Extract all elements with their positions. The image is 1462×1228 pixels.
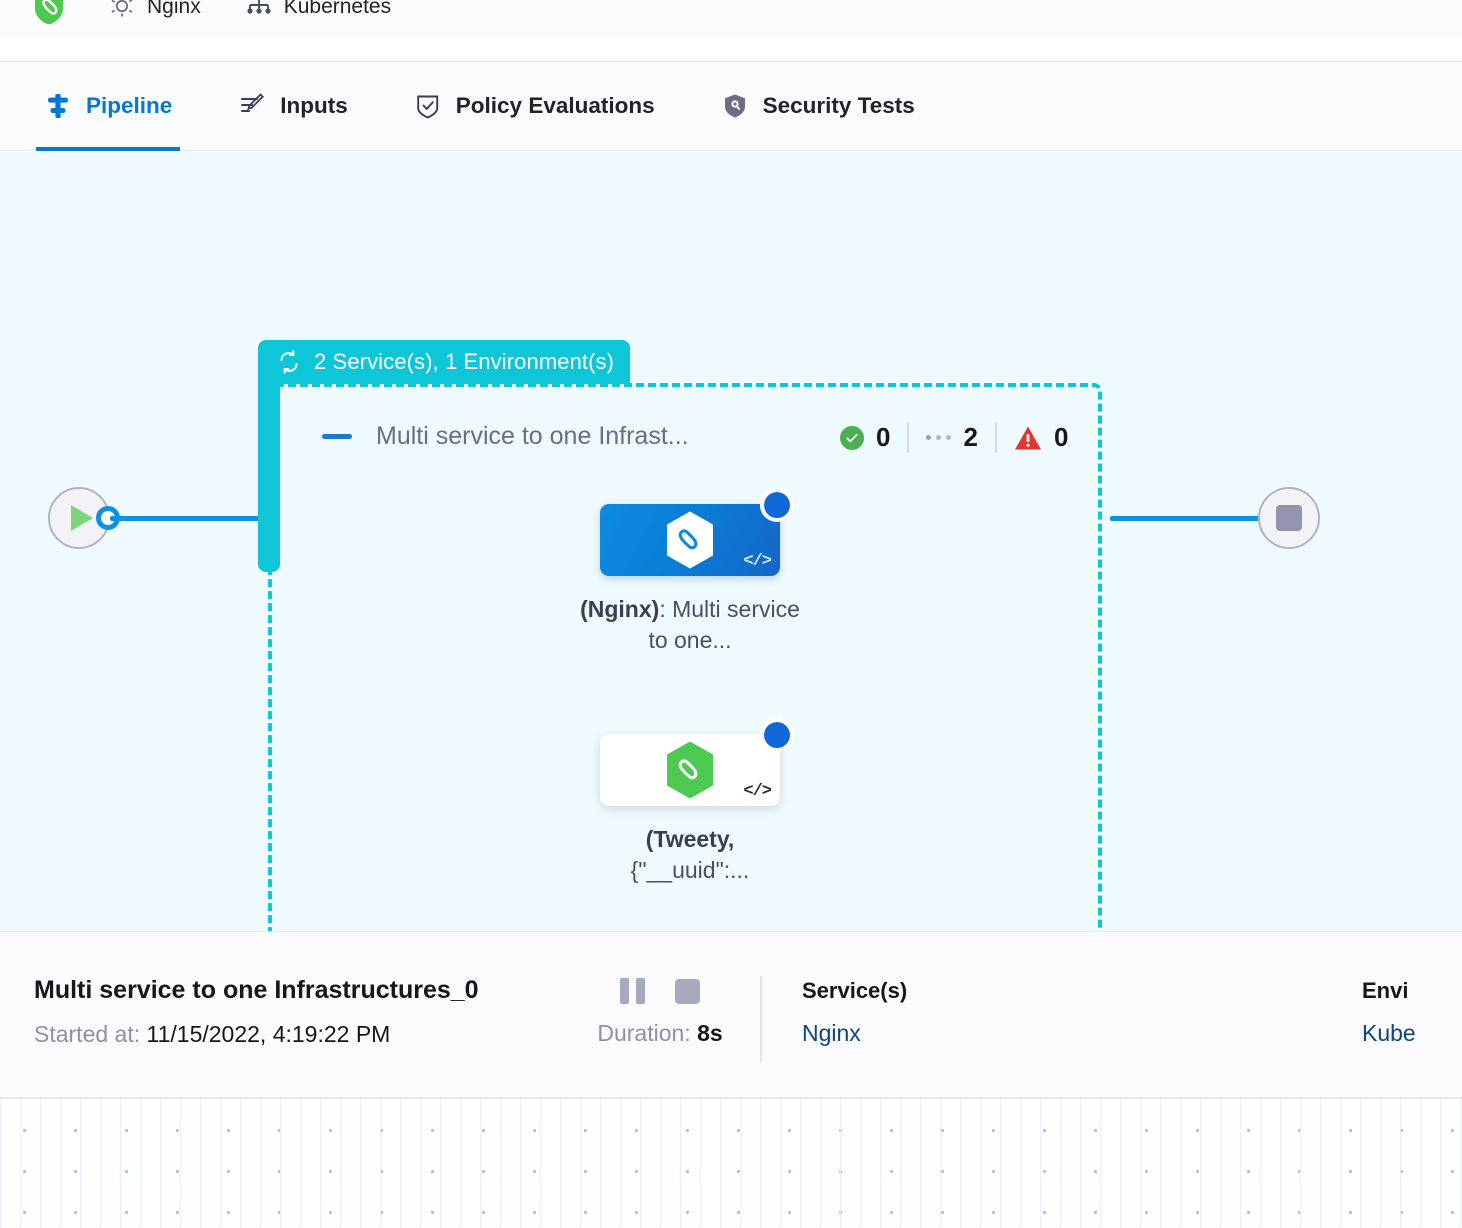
duration-row: Duration: 8s	[560, 1020, 760, 1047]
execution-detail-bar: Multi service to one Infrastructures_0 S…	[0, 931, 1462, 1097]
stop-icon[interactable]	[675, 978, 700, 1004]
tab-pipeline[interactable]: Pipeline	[36, 62, 181, 151]
tab-policy-evaluations-label: Policy Evaluations	[455, 93, 655, 118]
group-dashed-container	[268, 383, 1102, 931]
execution-summary-bar: Nginx Kubernetes	[0, 0, 1462, 38]
end-node[interactable]	[1258, 487, 1320, 549]
badge-pending-count: 2	[963, 422, 978, 452]
execution-controls: Duration: 8s	[560, 976, 760, 1047]
badge-pending: 2	[907, 422, 994, 453]
success-check-icon	[840, 425, 864, 450]
stop-icon	[1276, 505, 1302, 531]
services-heading: Service(s)	[802, 978, 908, 1003]
environments-heading: Envi	[1362, 978, 1409, 1003]
step-card[interactable]: </>	[600, 488, 794, 576]
kubernetes-node-icon	[245, 0, 273, 21]
environments-column: Envi Kube	[1362, 976, 1416, 1047]
play-icon	[71, 505, 93, 531]
warning-triangle-icon	[1014, 425, 1042, 451]
tab-security-tests-label: Security Tests	[762, 93, 915, 118]
harness-shield-icon	[34, 0, 64, 25]
services-column: Service(s) Nginx	[802, 976, 1362, 1047]
badge-success: 0	[840, 422, 907, 453]
step-card[interactable]: </>	[600, 718, 794, 806]
code-icon: </>	[743, 782, 772, 801]
detail-divider	[760, 976, 762, 1062]
services-value[interactable]: Nginx	[802, 1020, 861, 1046]
step-node-label: (Nginx): Multi service to one...	[575, 594, 805, 655]
breadcrumb-item-environment[interactable]: Kubernetes	[245, 0, 391, 26]
collapse-dash-icon[interactable]	[322, 434, 352, 439]
breadcrumb-item-service-logo	[34, 0, 64, 26]
gear-icon	[108, 0, 136, 21]
pipeline-icon	[44, 92, 72, 120]
security-shield-icon	[721, 92, 749, 120]
matrix-loop-icon	[276, 349, 302, 375]
group-matrix-label-text: 2 Service(s), 1 Environment(s)	[314, 349, 615, 374]
environments-value[interactable]: Kube	[1362, 1020, 1416, 1046]
running-spinner-icon	[760, 488, 794, 522]
inputs-icon	[238, 92, 266, 120]
badge-warning: 0	[994, 422, 1085, 453]
pending-dots-icon	[926, 435, 952, 440]
harness-hexagon-logo-white	[662, 510, 718, 570]
breadcrumb-item-service[interactable]: Nginx	[108, 0, 201, 26]
badge-warning-count: 0	[1053, 422, 1069, 452]
execution-tabs: Pipeline Inputs Policy Evaluatio	[0, 61, 1462, 151]
tab-policy-evaluations[interactable]: Policy Evaluations	[406, 62, 663, 151]
pause-icon[interactable]	[620, 978, 645, 1004]
started-at-row: Started at: 11/15/2022, 4:19:22 PM	[34, 1021, 560, 1048]
tab-security-tests[interactable]: Security Tests	[713, 62, 923, 151]
pipeline-canvas[interactable]: 2 Service(s), 1 Environment(s) Multi ser…	[0, 152, 1462, 931]
canvas-dot-grid	[0, 1097, 1462, 1228]
duration-value: 8s	[697, 1020, 723, 1046]
started-at-value: 11/15/2022, 4:19:22 PM	[146, 1021, 391, 1047]
detail-identity: Multi service to one Infrastructures_0 S…	[0, 976, 560, 1048]
step-node-label-bold: (Nginx)	[580, 596, 660, 622]
policy-shield-check-icon	[414, 92, 442, 120]
connector-start-to-group	[110, 516, 265, 521]
page-title: Multi service to one Infrastructures_0	[34, 976, 479, 1004]
stage-title: Multi service to one Infrast...	[376, 422, 689, 450]
step-node-label-rest: : Multi service to one...	[648, 596, 800, 653]
code-icon: </>	[743, 552, 772, 571]
stage-header[interactable]: Multi service to one Infrast...	[322, 422, 689, 451]
tab-pipeline-label: Pipeline	[86, 93, 173, 118]
duration-label: Duration:	[597, 1020, 691, 1046]
breadcrumb-environment-label: Kubernetes	[283, 0, 392, 18]
connector-group-to-end	[1110, 516, 1270, 521]
step-node-label: (Tweety, {"__uuid":...	[575, 824, 805, 885]
step-node-nginx[interactable]: </> (Nginx): Multi service to one...	[580, 488, 805, 655]
step-node-label-bold: (Tweety,	[645, 826, 735, 852]
step-node-label-rest: {"__uuid":...	[630, 856, 750, 883]
running-spinner-icon	[760, 718, 794, 752]
badge-success-count: 0	[876, 422, 891, 452]
tab-inputs[interactable]: Inputs	[230, 62, 356, 151]
group-left-bar	[258, 380, 280, 572]
harness-hexagon-logo-green	[662, 740, 718, 800]
tab-inputs-label: Inputs	[280, 93, 348, 118]
group-matrix-label[interactable]: 2 Service(s), 1 Environment(s)	[258, 340, 631, 384]
started-at-label: Started at:	[34, 1021, 141, 1047]
stage-status-badges: 0 2 0	[840, 422, 1085, 453]
step-node-tweety[interactable]: </> (Tweety, {"__uuid":...	[600, 718, 805, 885]
breadcrumb-service-label: Nginx	[147, 0, 201, 18]
